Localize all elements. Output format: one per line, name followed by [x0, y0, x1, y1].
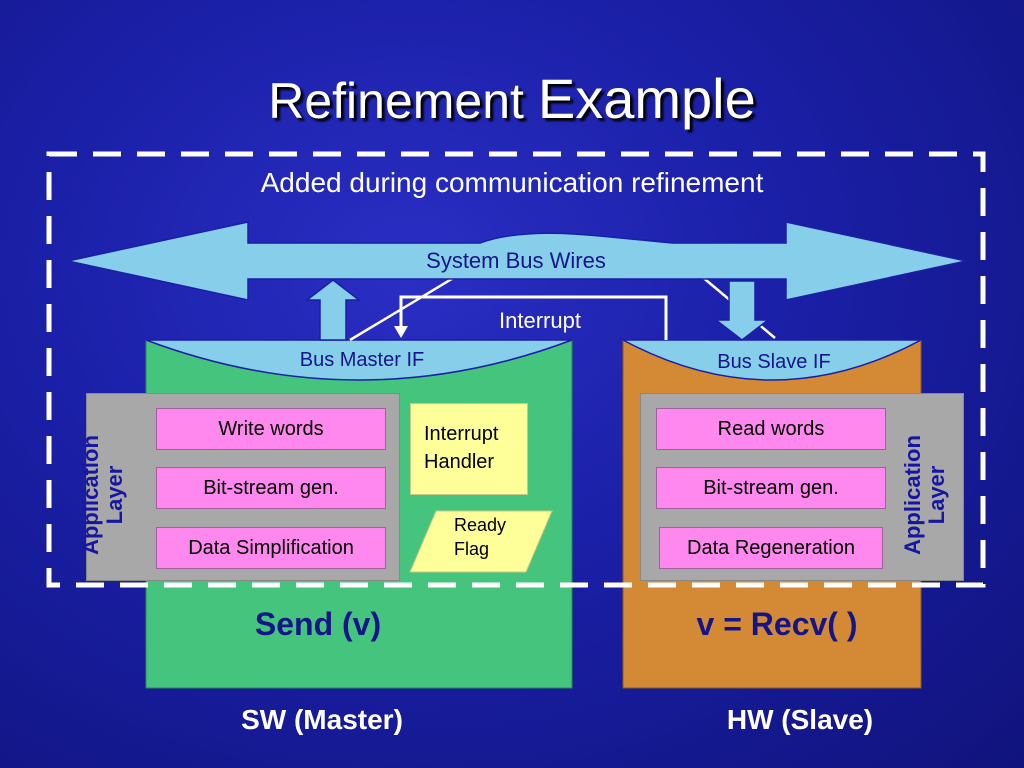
- bus-master-if-label: Bus Master IF: [299, 349, 425, 371]
- bus-slave-if-shape: [622, 339, 922, 381]
- recv-call-label: v = Recv( ): [696, 606, 858, 642]
- master-bitstream-box: Bit-stream gen.: [156, 467, 386, 509]
- slave-app-layer-line1: Application: [900, 435, 925, 555]
- write-words-box: Write words: [156, 408, 386, 450]
- bus-master-if-shape: [145, 339, 573, 381]
- system-bus-arrow: [67, 221, 967, 301]
- slave-down-arrow: [713, 280, 771, 341]
- interrupt-handler-box: Interrupt Handler: [410, 403, 528, 495]
- bus-slave-if-label: Bus Slave IF: [717, 351, 831, 373]
- slave-app-layer-label: Application Layer: [900, 405, 951, 585]
- sw-master-caption: SW (Master): [241, 704, 403, 735]
- read-words-box: Read words: [656, 408, 886, 450]
- slave-bitstream-box: Bit-stream gen.: [656, 467, 886, 509]
- data-regeneration-box: Data Regeneration: [659, 527, 883, 569]
- interrupt-handler-line1: Interrupt: [424, 423, 499, 445]
- ready-flag-line2: Flag: [454, 539, 490, 559]
- master-app-layer-label: Application Layer: [78, 405, 129, 585]
- slave-app-layer-line2: Layer: [924, 465, 949, 525]
- interrupt-wire: [399, 295, 668, 340]
- interrupt-handler-line2: Handler: [424, 451, 495, 473]
- refinement-boundary: [46, 151, 986, 588]
- interrupt-label: Interrupt: [499, 308, 581, 333]
- master-app-layer-line2: Layer: [102, 465, 127, 525]
- ready-flag-line1: Ready: [454, 515, 507, 535]
- data-simplification-box: Data Simplification: [156, 527, 386, 569]
- master-app-layer-line1: Application: [78, 435, 103, 555]
- system-bus-label: System Bus Wires: [426, 248, 606, 273]
- title-part1: Refinement: [268, 73, 524, 129]
- refinement-caption: Added during communication refinement: [260, 167, 764, 198]
- title-part2: Example: [537, 67, 756, 130]
- interrupt-arrowhead: [394, 326, 408, 338]
- ready-flag-shape: [409, 510, 553, 573]
- ready-flag-label: Ready Flag: [454, 513, 506, 561]
- page-title: Refinement Example: [0, 66, 1024, 131]
- master-up-arrow: [304, 279, 362, 341]
- hw-slave-caption: HW (Slave): [726, 704, 874, 735]
- send-call-label: Send (v): [254, 606, 382, 642]
